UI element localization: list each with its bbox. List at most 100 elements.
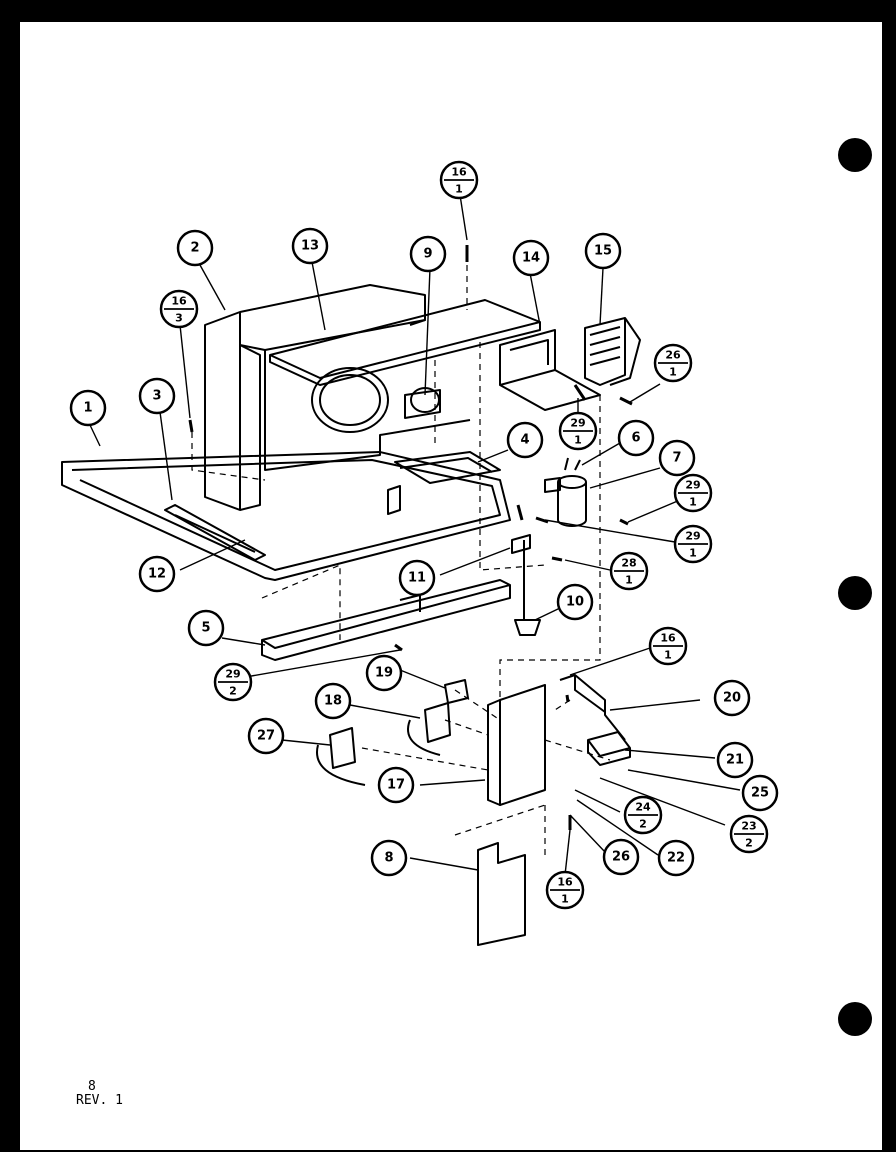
fraction-callout-16-1: 161 bbox=[648, 626, 688, 666]
callout-19: 19 bbox=[365, 654, 403, 692]
callout-label: 1 bbox=[83, 401, 92, 416]
callout-label: 13 bbox=[301, 239, 319, 254]
callout-label: 2 bbox=[190, 241, 199, 256]
revision-label: REV. 1 bbox=[76, 1093, 123, 1108]
fraction-bottom: 1 bbox=[455, 183, 463, 196]
callout-label: 26 bbox=[612, 850, 630, 865]
base-pan bbox=[61, 451, 511, 581]
callout-20: 20 bbox=[713, 679, 751, 717]
callout-13: 13 bbox=[291, 227, 329, 265]
drain-pan bbox=[394, 451, 501, 484]
callout-5: 5 bbox=[187, 609, 225, 647]
punch-hole-middle bbox=[838, 576, 872, 610]
fraction-bottom: 1 bbox=[625, 574, 633, 587]
fraction-callout-24-2: 242 bbox=[623, 795, 663, 835]
callout-12: 12 bbox=[138, 555, 176, 593]
fraction-bottom: 1 bbox=[574, 434, 582, 447]
callout-label: 20 bbox=[723, 691, 741, 706]
callout-label: 11 bbox=[408, 571, 426, 586]
callout-label: 27 bbox=[257, 729, 275, 744]
fraction-callout-29-1: 291 bbox=[558, 411, 598, 451]
fraction-bottom: 1 bbox=[664, 649, 672, 662]
fraction-top: 16 bbox=[557, 876, 573, 889]
fraction-top: 16 bbox=[171, 295, 187, 308]
control-plate bbox=[487, 684, 546, 806]
callout-label: 19 bbox=[375, 666, 393, 681]
callout-label: 6 bbox=[631, 431, 640, 446]
fraction-top: 29 bbox=[685, 479, 700, 492]
callout-14: 14 bbox=[512, 239, 550, 277]
fraction-top: 26 bbox=[665, 349, 681, 362]
fraction-callout-16-3: 163 bbox=[159, 289, 199, 329]
callout-4: 4 bbox=[506, 421, 544, 459]
callout-15: 15 bbox=[584, 232, 622, 270]
fraction-callout-23-2: 232 bbox=[729, 814, 769, 854]
callout-label: 8 bbox=[384, 851, 393, 866]
fraction-top: 16 bbox=[451, 166, 467, 179]
fraction-bottom: 3 bbox=[175, 312, 183, 325]
fraction-bottom: 2 bbox=[745, 837, 753, 850]
cabinet-housing bbox=[204, 284, 471, 511]
callout-label: 5 bbox=[201, 621, 210, 636]
base-clip bbox=[387, 485, 401, 515]
fraction-callout-29-1: 291 bbox=[673, 473, 713, 513]
gasket bbox=[164, 504, 266, 561]
callout-18: 18 bbox=[314, 682, 352, 720]
callout-27: 27 bbox=[247, 717, 285, 755]
fraction-top: 29 bbox=[570, 417, 585, 430]
fraction-bottom: 1 bbox=[561, 893, 569, 906]
fraction-callout-29-2: 292 bbox=[213, 662, 253, 702]
fraction-top: 24 bbox=[635, 801, 651, 814]
fraction-callout-29-1: 291 bbox=[673, 524, 713, 564]
callout-17: 17 bbox=[377, 766, 415, 804]
switch-bracket bbox=[559, 674, 626, 741]
fraction-top: 16 bbox=[660, 632, 676, 645]
fraction-callout-28-1: 281 bbox=[609, 551, 649, 591]
callout-3: 3 bbox=[138, 377, 176, 415]
mounting-rail bbox=[261, 579, 511, 661]
callout-label: 4 bbox=[520, 433, 529, 448]
callout-label: 14 bbox=[522, 251, 540, 266]
page-number: 8 bbox=[88, 1079, 96, 1094]
callout-11: 11 bbox=[398, 559, 436, 597]
fraction-callout-16-1: 161 bbox=[439, 160, 479, 200]
fan-shroud bbox=[311, 367, 389, 433]
callout-7: 7 bbox=[658, 439, 696, 477]
callout-label: 10 bbox=[566, 595, 584, 610]
callout-label: 18 bbox=[324, 694, 342, 709]
fraction-callout-16-1: 161 bbox=[545, 870, 585, 910]
callout-9: 9 bbox=[409, 235, 447, 273]
fraction-top: 29 bbox=[685, 530, 700, 543]
callout-2: 2 bbox=[176, 229, 214, 267]
motor bbox=[404, 387, 441, 419]
callout-label: 7 bbox=[672, 451, 681, 466]
capacitor bbox=[544, 457, 587, 527]
callout-label: 15 bbox=[594, 244, 612, 259]
switch-27 bbox=[316, 727, 366, 786]
switch-18 bbox=[407, 702, 451, 756]
callout-label: 17 bbox=[387, 778, 405, 793]
callout-21: 21 bbox=[716, 741, 754, 779]
fraction-bottom: 1 bbox=[669, 366, 677, 379]
callout-8: 8 bbox=[370, 839, 408, 877]
callout-label: 25 bbox=[751, 786, 769, 801]
callout-label: 21 bbox=[726, 753, 744, 768]
fraction-top: 29 bbox=[225, 668, 240, 681]
callout-label: 22 bbox=[667, 851, 685, 866]
callout-10: 10 bbox=[556, 583, 594, 621]
punch-hole-bottom bbox=[838, 1002, 872, 1036]
grille bbox=[584, 317, 641, 386]
switch-21 bbox=[587, 731, 631, 766]
fraction-bottom: 2 bbox=[639, 818, 647, 831]
actuator-rod bbox=[511, 534, 541, 636]
callout-25: 25 bbox=[741, 774, 779, 812]
callout-6: 6 bbox=[617, 419, 655, 457]
fraction-bottom: 1 bbox=[689, 547, 697, 560]
callout-label: 3 bbox=[152, 389, 161, 404]
fraction-callout-26-1: 261 bbox=[653, 343, 693, 383]
bracket bbox=[499, 329, 601, 411]
punch-hole-top bbox=[838, 138, 872, 172]
fraction-bottom: 2 bbox=[229, 685, 237, 698]
callout-1: 1 bbox=[69, 389, 107, 427]
